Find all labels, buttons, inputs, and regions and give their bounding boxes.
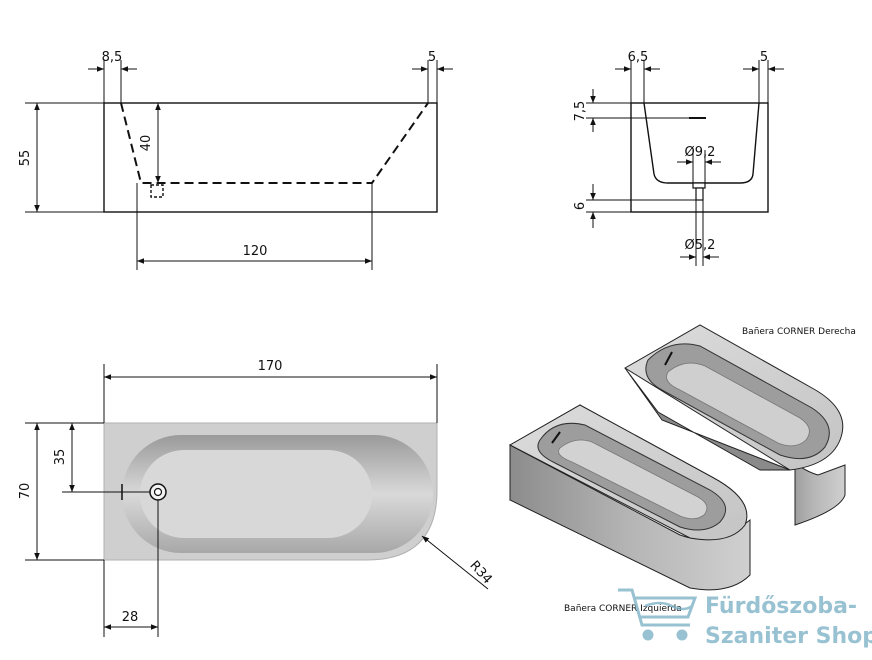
iso-view-left: Bañera CORNER Izquierda: [508, 404, 751, 614]
dim-top-radius: R34: [466, 558, 494, 587]
top-view: 170 70 35 28 R34: [18, 359, 495, 637]
side-view: 8,5 5 55 40 120: [18, 50, 453, 270]
end-basin-line: [643, 102, 760, 184]
end-outline: [630, 102, 769, 213]
label-left-tub: Bañera CORNER Izquierda: [564, 604, 682, 614]
brand-watermark: Fürdőszoba- Szaniter Shop: [618, 588, 872, 649]
dim-end-drain-inner: Ø5,2: [685, 238, 716, 253]
dim-top-drain-y: 35: [53, 449, 68, 466]
brand-line1: Fürdőszoba-: [705, 594, 857, 619]
label-right-tub: Bañera CORNER Derecha: [742, 327, 856, 337]
side-basin-hidden-line: [120, 102, 429, 184]
top-basin-floor: [140, 450, 372, 538]
side-drain-hidden: [150, 184, 164, 198]
dim-side-length: 120: [243, 244, 268, 259]
shopping-cart-icon: [618, 588, 698, 641]
dim-side-top-left: 8,5: [102, 50, 123, 65]
dim-top-width: 70: [18, 483, 33, 500]
dim-top-drain-x: 28: [122, 610, 139, 625]
dim-side-top-right: 5: [428, 50, 436, 65]
brand-line2: Szaniter Shop: [705, 624, 872, 649]
side-outline: [103, 102, 438, 213]
end-view: 6,5 5 7,5 Ø9,2 6 Ø5,2: [573, 50, 784, 266]
dim-side-depth: 40: [139, 135, 154, 152]
dim-end-top-left: 6,5: [628, 50, 649, 65]
dim-end-base: 6: [573, 202, 588, 210]
dim-top-length: 170: [258, 359, 283, 374]
dim-end-drain-outer: Ø9,2: [685, 145, 716, 160]
iso-view-right: Bañera CORNER Derecha: [624, 324, 856, 526]
dim-end-top-right: 5: [760, 50, 768, 65]
dim-side-height: 55: [18, 150, 33, 167]
dim-end-rim: 7,5: [573, 101, 588, 122]
